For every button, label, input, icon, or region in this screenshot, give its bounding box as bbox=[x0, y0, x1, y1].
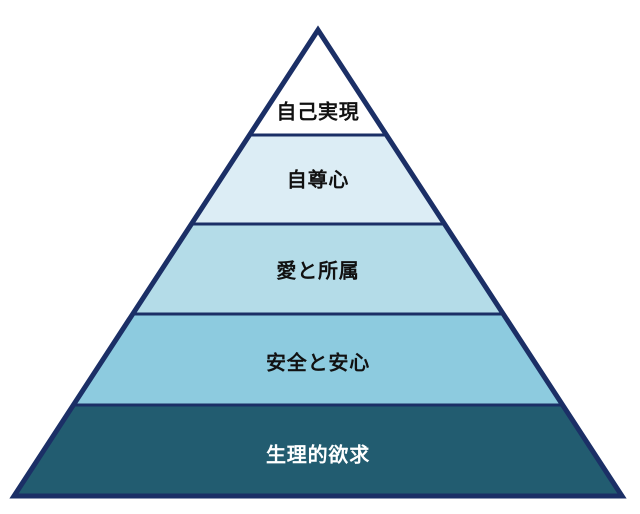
pyramid-tier-2-label: 自尊心 bbox=[287, 168, 349, 192]
pyramid-tier-5 bbox=[14, 405, 622, 496]
pyramid-outline bbox=[9, 25, 627, 499]
pyramid-tier-4-label: 安全と安心 bbox=[266, 351, 370, 375]
pyramid-tier-3 bbox=[132, 224, 504, 314]
pyramid-tier-1-label: 自己実現 bbox=[276, 100, 359, 124]
pyramid-tier-4 bbox=[73, 314, 563, 405]
pyramid-tier-2 bbox=[191, 135, 445, 224]
pyramid-tier-3-label: 愛と所属 bbox=[276, 259, 359, 283]
pyramid-tier-5-label: 生理的欲求 bbox=[266, 443, 370, 467]
pyramid-tier-dividers bbox=[73, 133, 563, 407]
pyramid-tier-1 bbox=[249, 30, 387, 135]
pyramid-tier-fills bbox=[14, 30, 622, 496]
pyramid-outline-triangle bbox=[9, 25, 627, 499]
